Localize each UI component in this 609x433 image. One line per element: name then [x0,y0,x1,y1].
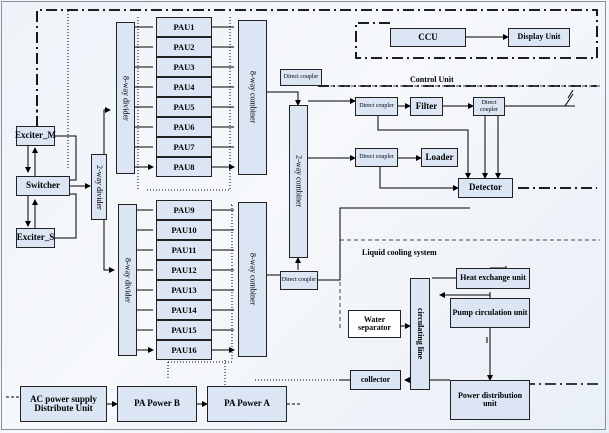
filter-label: Filter [415,100,438,111]
pump-circulation-label: Pump circulation unit [452,307,528,317]
direct-coupler-bottom: Direct coupler [280,271,318,290]
control-dotted-lines [67,10,350,385]
control-bus-line [36,9,598,189]
two-way-combiner-label: 2-way combiner [294,155,304,208]
direct-coupler-filter-out-label: Direct coupler [480,100,498,113]
direct-coupler-bottom-label: Direct coupler [281,277,317,284]
pa-unit: PAU4 [156,77,212,97]
pa-unit-label: PAU16 [171,344,197,355]
pump-circulation-unit: Pump circulation unit [450,298,530,328]
pa-power-b: PA Power B [117,386,197,422]
eight-way-divider-bottom-label: 8-way divider [123,257,133,303]
display-unit-label: Display Unit [517,32,561,42]
collector-box: collector [350,370,401,390]
pa-unit: PAU16 [156,340,212,360]
exciter-standby: Exciter_S [16,228,55,248]
direct-coupler-filter-in-label: Direct coupler [359,103,394,110]
direct-coupler-filter-in: Direct coupler [355,97,398,116]
pa-unit: PAU13 [156,280,212,300]
pa-unit-label: PAU2 [173,41,195,52]
pa-unit: PAU7 [156,137,212,157]
pa-unit-label: PAU5 [173,101,195,112]
eight-way-combiner-bottom: 8-way combiner [238,202,267,357]
heat-exchange-unit: Heat exchange unit [456,268,530,289]
collector-label: collector [360,374,391,384]
ccu-box: CCU [390,28,466,47]
pa-unit: PAU8 [156,157,212,177]
direct-coupler-loader: Direct coupler [355,148,398,167]
direct-coupler-filter-out: Direct coupler [473,97,505,116]
water-separator-label: Water separator [358,314,391,332]
two-way-divider: 2-way divider [91,154,107,220]
eight-way-divider-top: 8-way divider [116,22,135,174]
pa-unit: PAU11 [156,240,212,260]
water-separator: Water separator [348,310,401,338]
pa-unit: PAU3 [156,57,212,77]
circulating-line: circulating line [410,278,430,390]
exciter-main-label: Exciter_M [15,130,56,141]
pa-unit: PAU12 [156,260,212,280]
pa-unit: PAU6 [156,117,212,137]
pa-unit-label: PAU9 [173,204,195,215]
two-way-divider-label: 2-way divider [95,164,105,210]
direct-coupler-top-label: Direct coupler [283,74,319,81]
exciter-main: Exciter_M [15,126,56,146]
pa-unit: PAU10 [156,220,212,240]
detector-label: Detector [469,182,502,193]
power-distribution-label: Power distribution unit [457,390,523,408]
eight-way-divider-top-label: 8-way divider [121,75,131,121]
switcher: Switcher [16,176,70,196]
eight-way-combiner-top-label: 8-way combiner [248,71,258,124]
pa-unit-label: PAU14 [171,304,197,315]
pa-power-a: PA Power A [207,386,287,422]
pa-unit-label: PAU1 [173,21,195,32]
loader-box: Loader [421,148,458,167]
pa-unit-label: PAU11 [171,244,197,255]
exciter-standby-label: Exciter_S [16,232,55,243]
control-unit-label: Control Unit [410,75,454,84]
pa-unit: PAU5 [156,97,212,117]
ac-power-supply-label: AC power supply Distribute Unit [30,393,97,413]
pa-unit-label: PAU4 [173,81,195,92]
pa-unit: PAU14 [156,300,212,320]
pa-unit-label: PAU8 [173,161,195,172]
display-unit-box: Display Unit [508,28,570,47]
pa-unit-label: PAU12 [171,264,197,275]
ccu-label: CCU [418,31,438,42]
filter-box: Filter [410,97,443,116]
switcher-label: Switcher [26,180,60,191]
circulating-line-label: circulating line [416,308,426,360]
heat-exchange-label: Heat exchange unit [460,273,526,283]
pa-power-b-label: PA Power B [134,398,180,409]
eight-way-divider-bottom: 8-way divider [118,204,137,356]
direct-coupler-top: Direct coupler [280,69,322,86]
pa-unit: PAU1 [156,17,212,37]
two-way-combiner: 2-way combiner [289,105,308,258]
cooling-system-label: Liquid cooling system [362,248,437,257]
loader-label: Loader [425,151,454,162]
power-distribution-unit: Power distribution unit [450,380,530,420]
pa-unit-label: PAU7 [173,141,195,152]
pa-unit-label: PAU15 [171,324,197,335]
pa-unit: PAU2 [156,37,212,57]
eight-way-combiner-bottom-label: 8-way combiner [248,253,258,306]
pa-unit: PAU15 [156,320,212,340]
eight-way-combiner-top: 8-way combiner [238,20,267,175]
pa-unit-label: PAU3 [173,61,195,72]
detector-box: Detector [458,178,513,198]
pa-unit-label: PAU10 [171,224,197,235]
pa-unit-label: PAU13 [171,284,197,295]
ac-power-supply-unit: AC power supply Distribute Unit [20,386,107,422]
pa-unit: PAU9 [156,200,212,220]
pa-unit-label: PAU6 [173,121,195,132]
pa-power-a-label: PA Power A [224,398,270,409]
direct-coupler-loader-label: Direct coupler [359,154,394,161]
